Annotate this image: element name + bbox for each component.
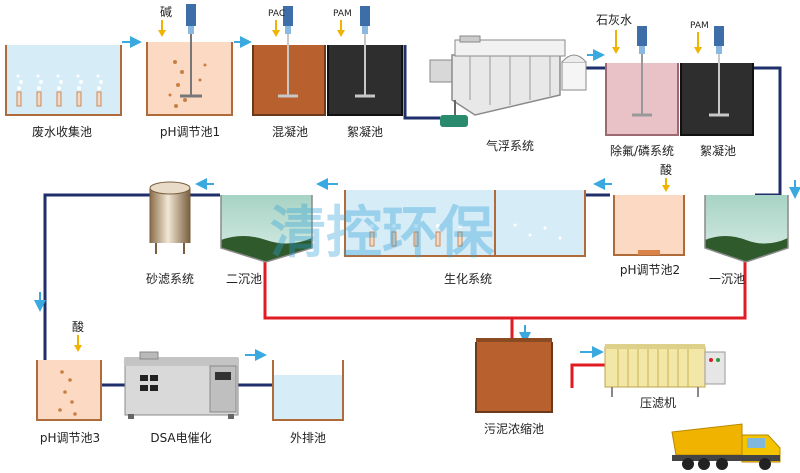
defluorination-tank (605, 26, 679, 136)
sludge-thickener (475, 338, 553, 413)
pac-dosing-arrowhead (272, 30, 280, 37)
ph-tank-3 (36, 360, 102, 421)
pam1-label: PAM (333, 9, 352, 19)
pam2-label: PAM (690, 21, 709, 31)
secondary-settle-label: 二沉池 (226, 272, 262, 286)
coagulation-tank (252, 6, 326, 116)
filter-press (604, 344, 726, 397)
biochemical-system (344, 190, 586, 257)
watermark-text: 清控环保 (270, 201, 495, 266)
pam1-dosing-arrowhead (337, 30, 345, 37)
pam2-dosing-arrowhead (694, 47, 702, 54)
ph-tank-2-label: pH调节池2 (620, 263, 680, 277)
lime-label: 石灰水 (596, 13, 632, 27)
flow-arrows (34, 36, 800, 361)
ph-tank-3-label: pH调节池3 (40, 431, 100, 445)
flocculation-2-label: 絮凝池 (700, 143, 736, 158)
discharge-tank (272, 360, 344, 421)
flocculation-tank-1 (327, 6, 403, 116)
dump-truck (671, 423, 781, 470)
dsa-electrocatalysis-unit (124, 351, 239, 419)
sand-filter (149, 181, 191, 254)
secondary-settling-tank (220, 195, 313, 263)
filter-press-label: 压滤机 (640, 396, 676, 410)
alkali-label: 碱 (160, 5, 172, 19)
discharge-label: 外排池 (290, 431, 326, 445)
acid2-dosing-arrowhead (74, 345, 82, 352)
waste-collection-label: 废水收集池 (32, 124, 92, 139)
primary-settle-label: 一沉池 (709, 272, 745, 286)
acid1-dosing-arrowhead (662, 185, 670, 192)
flocculation-1-label: 絮凝池 (347, 124, 383, 139)
acid2-label: 酸 (72, 319, 84, 334)
ph-tank-1 (146, 4, 233, 116)
flocculation-tank-2 (680, 26, 754, 136)
pac-label: PAC (268, 9, 285, 19)
defluor-label: 除氟/磷系统 (610, 143, 674, 158)
ph-tank-2 (613, 195, 685, 256)
air-flotation-label: 气浮系统 (486, 138, 534, 153)
bio-label: 生化系统 (444, 272, 492, 286)
lime-dosing-arrowhead (612, 47, 620, 54)
waste-collection-tank (5, 45, 122, 116)
acid1-label: 酸 (660, 162, 672, 177)
coagulation-label: 混凝池 (272, 124, 308, 139)
alkali-dosing-arrowhead (158, 30, 166, 37)
ph-tank-1-label: pH调节池1 (160, 125, 220, 139)
sludge-pipes (263, 262, 747, 388)
air-flotation-unit (429, 35, 587, 127)
sludge-label: 污泥浓缩池 (484, 421, 544, 436)
dsa-label: DSA电催化 (150, 431, 211, 445)
sand-filter-label: 砂滤系统 (146, 272, 194, 286)
primary-settling-tank (704, 195, 789, 263)
